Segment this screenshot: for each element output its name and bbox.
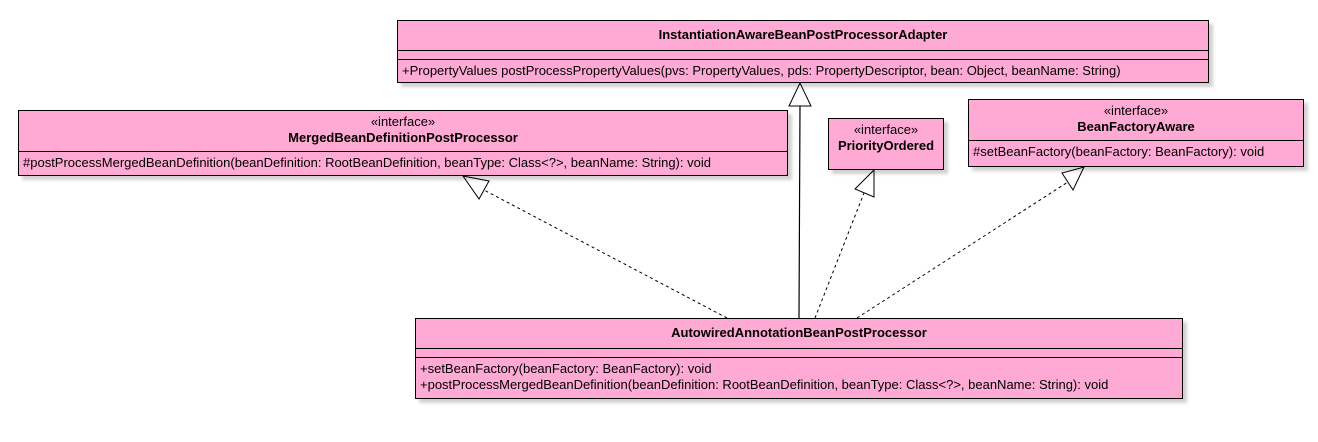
realization-arrowhead-factoryaware <box>1061 166 1085 192</box>
generalization-line <box>798 105 801 319</box>
operation: #postProcessMergedBeanDefinition(beanDef… <box>23 155 711 170</box>
stereotype-label: «interface» <box>853 122 919 137</box>
class-name: AutowiredAnnotationBeanPostProcessor <box>671 325 927 340</box>
interface-header: «interface» MergedBeanDefinitionPostProc… <box>19 111 787 152</box>
class-header: InstantiationAwareBeanPostProcessorAdapt… <box>398 21 1208 51</box>
attributes-compartment <box>416 349 1182 358</box>
stereotype-label: «interface» <box>1103 103 1169 118</box>
realization-arrowhead-merged <box>461 175 490 200</box>
stereotype-label: «interface» <box>370 114 436 129</box>
realization-line-priority <box>814 192 865 319</box>
generalization-arrowhead <box>788 81 812 107</box>
operation: +postProcessMergedBeanDefinition(beanDef… <box>420 377 1109 392</box>
operations-compartment: +PropertyValues postProcessPropertyValue… <box>398 60 1208 83</box>
interface-header: «interface» BeanFactoryAware <box>969 100 1303 141</box>
interface-box-merged[interactable]: «interface» MergedBeanDefinitionPostProc… <box>18 110 788 176</box>
realization-line-factoryaware <box>856 181 1069 319</box>
interface-box-factoryaware[interactable]: «interface» BeanFactoryAware #setBeanFac… <box>968 99 1304 167</box>
interface-name: BeanFactoryAware <box>1077 119 1195 134</box>
class-box-adapter[interactable]: InstantiationAwareBeanPostProcessorAdapt… <box>397 20 1209 83</box>
operation: +setBeanFactory(beanFactory: BeanFactory… <box>420 361 712 376</box>
attributes-compartment <box>398 51 1208 60</box>
operations-compartment: +setBeanFactory(beanFactory: BeanFactory… <box>416 358 1182 397</box>
class-header: AutowiredAnnotationBeanPostProcessor <box>416 319 1182 349</box>
operations-compartment: #setBeanFactory(beanFactory: BeanFactory… <box>969 141 1303 164</box>
interface-name: PriorityOrdered <box>837 138 935 153</box>
operations-compartment: #postProcessMergedBeanDefinition(beanDef… <box>19 152 787 175</box>
interface-header: «interface» PriorityOrdered <box>829 119 943 159</box>
operation: +PropertyValues postProcessPropertyValue… <box>402 63 1121 78</box>
realization-arrowhead-priority <box>854 168 875 198</box>
realization-line-merged <box>483 189 728 319</box>
operation: #setBeanFactory(beanFactory: BeanFactory… <box>973 144 1265 159</box>
class-name: InstantiationAwareBeanPostProcessorAdapt… <box>658 27 948 42</box>
interface-box-priority[interactable]: «interface» PriorityOrdered <box>828 118 944 170</box>
class-box-autowired[interactable]: AutowiredAnnotationBeanPostProcessor +se… <box>415 318 1183 399</box>
interface-name: MergedBeanDefinitionPostProcessor <box>288 130 518 145</box>
